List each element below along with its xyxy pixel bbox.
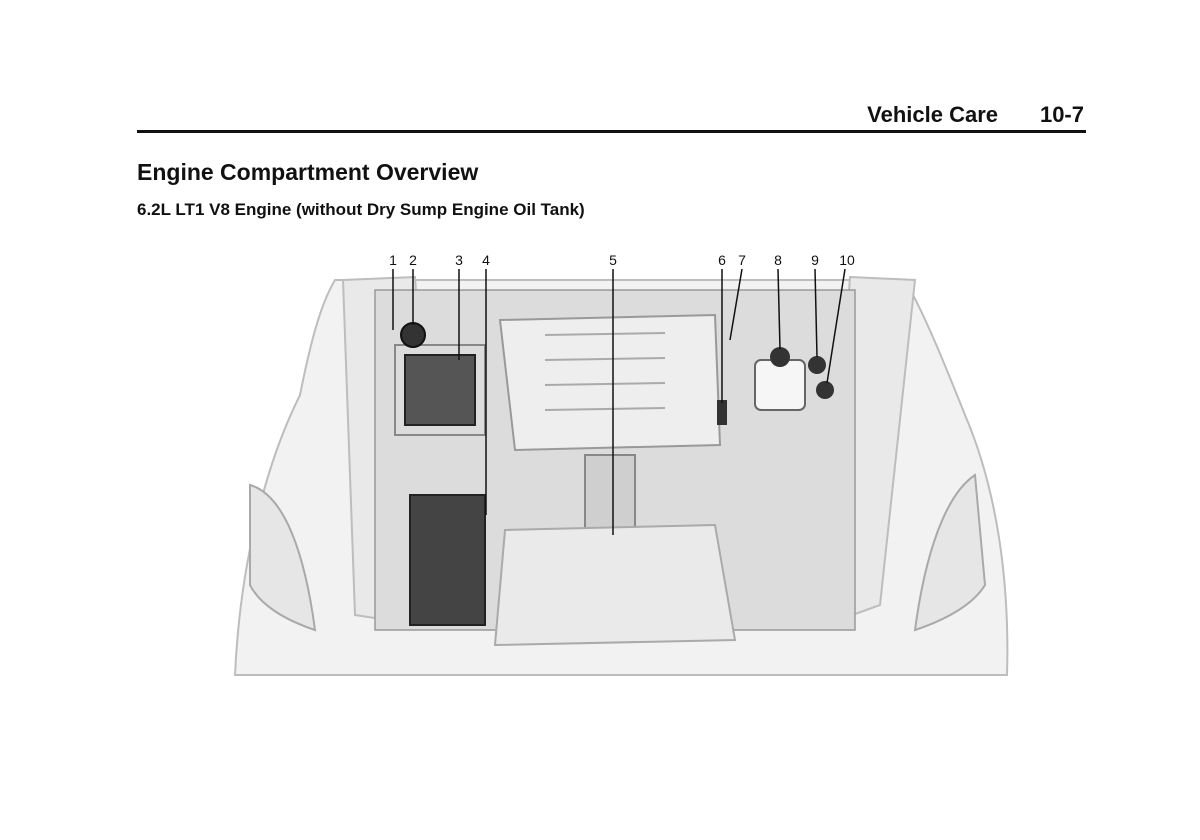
callout-7: 7 bbox=[738, 252, 746, 268]
engine-compartment-illustration: 1 2 3 4 5 6 7 8 9 10 bbox=[225, 245, 1015, 680]
engine-diagram-svg: 1 2 3 4 5 6 7 8 9 10 bbox=[233, 252, 1009, 676]
side-duct bbox=[409, 494, 486, 626]
callout-8: 8 bbox=[774, 252, 782, 268]
callout-5: 5 bbox=[609, 252, 617, 268]
brake-fluid-cap bbox=[808, 356, 826, 374]
callout-2: 2 bbox=[409, 252, 417, 268]
section-title: Vehicle Care bbox=[867, 102, 998, 127]
intake-tube bbox=[584, 454, 636, 536]
power-steering-cap bbox=[816, 381, 834, 399]
callout-9: 9 bbox=[811, 252, 819, 268]
callout-3: 3 bbox=[455, 252, 463, 268]
washer-cap bbox=[400, 322, 426, 348]
coolant-reservoir bbox=[754, 359, 806, 411]
callout-4: 4 bbox=[482, 252, 490, 268]
running-header: Vehicle Care 10-7 bbox=[137, 100, 1086, 133]
left-headlight bbox=[249, 483, 317, 632]
front-cover bbox=[493, 523, 737, 647]
page-subtitle: 6.2L LT1 V8 Engine (without Dry Sump Eng… bbox=[137, 200, 585, 219]
callout-6: 6 bbox=[718, 252, 726, 268]
page-number: 10-7 bbox=[1039, 102, 1084, 127]
dipstick bbox=[717, 400, 727, 425]
callout-10: 10 bbox=[839, 252, 855, 268]
fuse-block bbox=[404, 354, 476, 426]
engine-cover bbox=[498, 313, 722, 452]
callout-1: 1 bbox=[389, 252, 397, 268]
page-title: Engine Compartment Overview bbox=[137, 159, 479, 185]
right-headlight bbox=[913, 473, 987, 632]
coolant-cap bbox=[770, 347, 790, 367]
callout-lines bbox=[392, 268, 846, 535]
